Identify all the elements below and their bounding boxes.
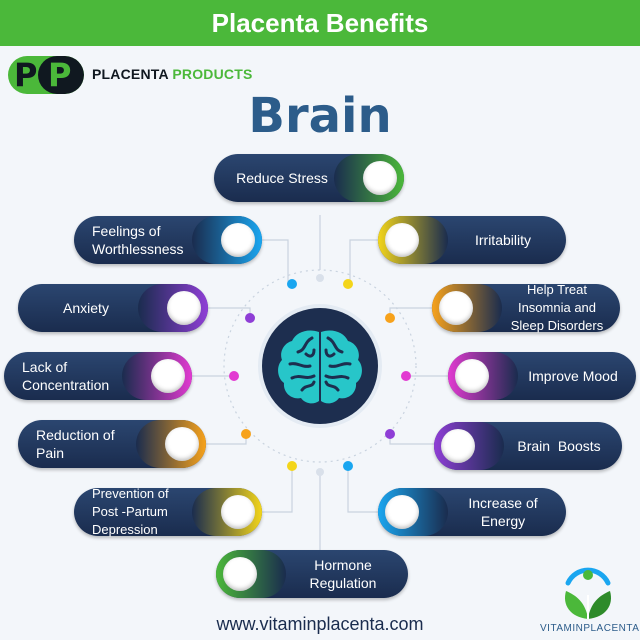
connector-line	[389, 434, 434, 445]
brand-logo: P P PLACENTA PRODUCTS	[8, 56, 268, 94]
brand-name-part2: PRODUCTS	[172, 66, 253, 82]
pp-logo-icon: P P	[8, 56, 84, 94]
orbit-dot	[287, 279, 297, 289]
benefit-label: Lack of Concentration	[22, 359, 110, 393]
logo-letter-2: P	[48, 56, 72, 94]
benefit-postpartum: Prevention of Post -Partum Depression	[74, 486, 262, 537]
connector-line	[208, 307, 251, 318]
website-link[interactable]: www.vitaminplacenta.com	[216, 614, 424, 634]
benefit-label: Reduction of Pain	[36, 427, 115, 461]
orbit-dot	[343, 279, 353, 289]
orbit-dot	[343, 461, 353, 471]
benefit-label: Brain Boosts	[517, 438, 601, 454]
header-title: Placenta Benefits	[211, 8, 429, 38]
connector-line	[262, 239, 289, 284]
orbit-dot	[245, 313, 255, 323]
brain-center	[262, 308, 378, 424]
header-banner: Placenta Benefits	[0, 0, 640, 46]
connector-line	[349, 239, 378, 284]
benefit-insomnia: Help Treat Insomnia and Sleep Disorders	[432, 282, 620, 333]
benefit-label: Irritability	[474, 232, 531, 248]
orbit-dot	[385, 429, 395, 439]
connector-line	[206, 434, 247, 445]
orbit-dot	[241, 429, 251, 439]
brand-name-part1: PLACENTA	[92, 66, 169, 82]
benefit-brain-boosts: Brain Boosts	[434, 422, 622, 470]
brand-name: PLACENTA PRODUCTS	[92, 66, 253, 82]
sprout-logo-icon	[564, 567, 612, 619]
brain-icon	[278, 330, 362, 404]
connector-line	[347, 470, 378, 513]
orbit-dot	[385, 313, 395, 323]
benefit-label: Increase of Energy	[468, 495, 538, 529]
benefit-label: Prevention of Post -Partum Depression	[92, 486, 169, 537]
benefit-anxiety: Anxiety	[18, 284, 208, 332]
benefit-hormone: Hormone Regulation	[216, 550, 408, 598]
benefit-mood: Improve Mood	[448, 352, 636, 400]
benefit-irritability: Irritability	[378, 216, 566, 264]
benefit-worthlessness: Feelings of Worthlessness	[74, 216, 262, 264]
benefit-energy: Increase of Energy	[378, 488, 566, 536]
orbit-dot	[316, 274, 324, 282]
connector-line	[262, 470, 293, 513]
benefit-label: Feelings of Worthlessness	[92, 223, 184, 257]
benefit-reduce-stress: Reduce Stress	[214, 154, 404, 202]
benefit-label: Reduce Stress	[236, 170, 328, 186]
logo-letter-1: P	[14, 56, 38, 94]
connector-line	[389, 307, 432, 318]
benefit-pain: Reduction of Pain	[18, 420, 206, 468]
vitamin-logo-text: VITAMINPLACENTA	[540, 623, 640, 634]
benefit-label: Anxiety	[63, 300, 109, 316]
orbit-dot	[229, 371, 239, 381]
orbit-dot	[287, 461, 297, 471]
page-title: Brain	[248, 88, 392, 144]
orbit-dot	[401, 371, 411, 381]
orbit-dot	[316, 468, 324, 476]
benefit-concentration: Lack of Concentration	[4, 352, 192, 400]
vitamin-placenta-logo: VITAMINPLACENTA	[540, 565, 640, 635]
benefit-label: Help Treat Insomnia and Sleep Disorders	[510, 282, 604, 333]
benefit-label: Hormone Regulation	[309, 557, 377, 591]
benefit-label: Improve Mood	[528, 368, 618, 384]
